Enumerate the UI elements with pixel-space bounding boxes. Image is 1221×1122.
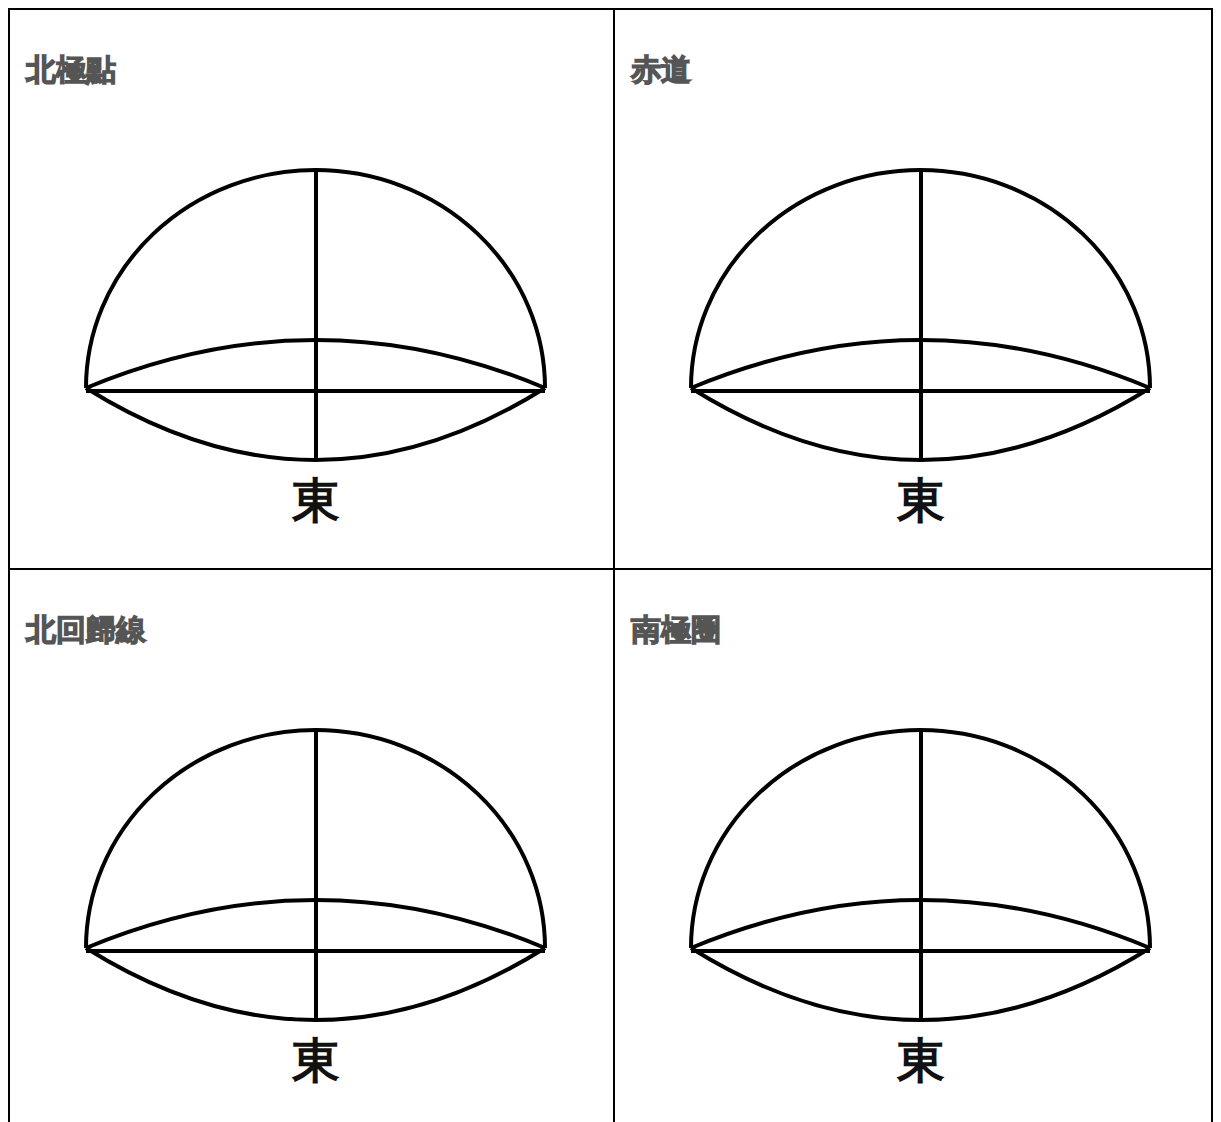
panel-title: 北回歸線 bbox=[26, 610, 146, 651]
panel: 南極圈東 bbox=[613, 568, 1213, 1122]
meridian-line bbox=[919, 170, 923, 460]
direction-label: 東 bbox=[897, 476, 945, 524]
direction-label: 東 bbox=[897, 1036, 945, 1084]
panel: 北回歸線東 bbox=[8, 568, 615, 1122]
panel-title: 赤道 bbox=[631, 50, 691, 91]
meridian-line bbox=[919, 730, 923, 1020]
panel: 北極點東 bbox=[8, 8, 615, 570]
meridian-line bbox=[314, 730, 318, 1020]
panel-title: 北極點 bbox=[26, 50, 116, 91]
panel-title: 南極圈 bbox=[631, 610, 721, 651]
direction-label: 東 bbox=[292, 1036, 340, 1084]
direction-label: 東 bbox=[292, 476, 340, 524]
meridian-line bbox=[314, 170, 318, 460]
panel: 赤道東 bbox=[613, 8, 1213, 570]
